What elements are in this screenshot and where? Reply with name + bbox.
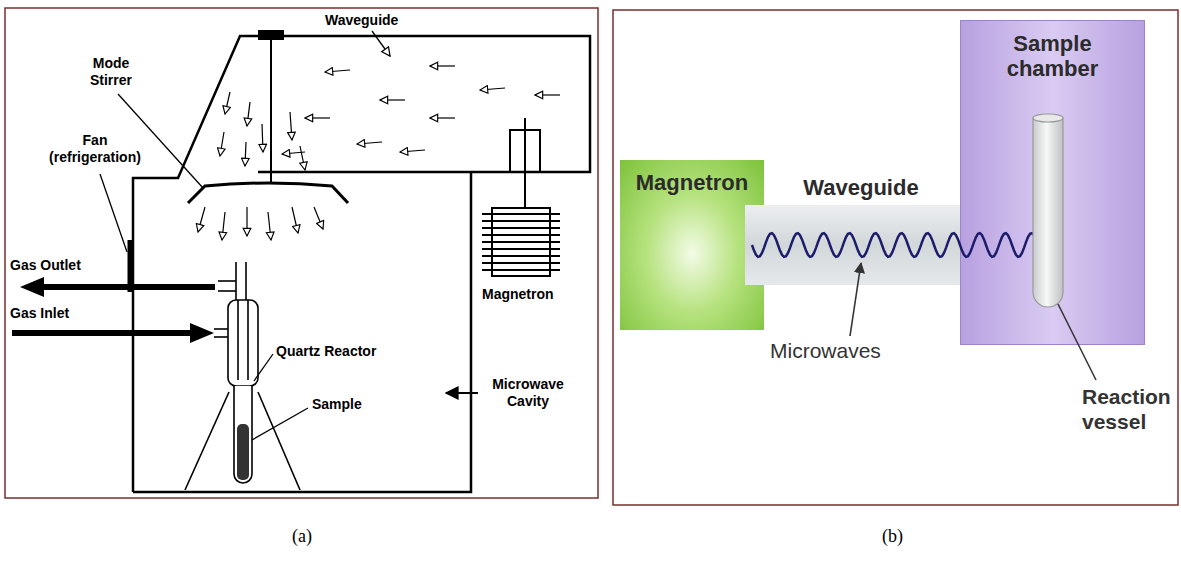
coil-line [482, 248, 560, 250]
coil-line [482, 262, 560, 264]
flow-label: Gas Outlet [10, 257, 81, 274]
leader-line [254, 354, 273, 381]
mode-stirrer [188, 183, 348, 203]
part-label: Mode Stirrer [72, 55, 150, 89]
part-label: Microwave Cavity [482, 376, 574, 410]
antenna [524, 118, 526, 208]
microwave-arrow [314, 207, 323, 229]
inner-tube [238, 300, 248, 380]
microwave-arrow [245, 142, 246, 166]
part-label: Microwaves [770, 338, 881, 363]
vessel-rim [1033, 114, 1063, 122]
leader-arrow [446, 392, 478, 394]
sample-fill [237, 424, 249, 480]
part-label: Quartz Reactor [276, 343, 376, 360]
panel-frame [5, 8, 598, 498]
microwave-arrow [325, 70, 350, 72]
node-title: Magnetron [620, 170, 764, 195]
leader-line [252, 408, 308, 440]
inlet-stub [214, 328, 228, 330]
cavity-walls [133, 36, 590, 492]
leader-lines [100, 31, 478, 440]
part-label: Sample [312, 396, 362, 413]
node-title: Sample chamber [993, 31, 1113, 82]
outlet-stub [218, 280, 236, 282]
microwave-arrow [480, 88, 505, 90]
microwave-arrow [220, 132, 224, 156]
part-label: Magnetron [482, 286, 554, 303]
panel-caption: (b) [882, 526, 903, 548]
waveguide-tube: Waveguide [745, 175, 977, 285]
part-label: Waveguide [325, 12, 398, 29]
quartz-reactor [185, 262, 300, 490]
stirrer-mount [258, 30, 284, 40]
waveguide-body [745, 205, 977, 285]
microwave-arrow [268, 212, 271, 240]
stirrer-shaft [270, 40, 272, 184]
microwave-arrow [247, 102, 250, 126]
microwave-arrow [400, 150, 425, 152]
microwave-arrow [430, 65, 455, 66]
node-title: Waveguide [745, 175, 977, 200]
microwave-arrow [198, 207, 205, 232]
microwave-arrow [430, 117, 455, 118]
leader-line [100, 174, 127, 252]
magnetron-box: Magnetron [620, 160, 764, 330]
leader-line [118, 94, 203, 188]
coil-line [482, 269, 560, 271]
coil-line [482, 255, 560, 257]
gas-inlet-arrow [190, 323, 214, 343]
coil-line [482, 213, 560, 215]
microwave-arrow [262, 124, 263, 152]
flow-label: Gas Inlet [10, 305, 69, 322]
gas-outlet-arrow [40, 284, 215, 290]
waveguide-wall [133, 36, 590, 492]
coil-line [482, 234, 560, 236]
leader-arrow [850, 263, 861, 336]
microwave-arrow [535, 94, 560, 95]
gas-outlet-arrow [20, 277, 44, 297]
microwave-arrow [305, 117, 330, 118]
coil-line [482, 220, 560, 222]
panel-frame [613, 10, 1178, 505]
outlet-stub [218, 290, 236, 292]
coil-line [482, 227, 560, 229]
reactor-body [228, 300, 258, 386]
microwave-arrow [292, 207, 298, 233]
microwave-wave [752, 233, 1048, 257]
coil-lines [482, 214, 560, 270]
microwave-arrow [300, 146, 305, 170]
microwave-arrow [380, 99, 405, 100]
part-label: Reaction vessel [1082, 384, 1176, 434]
magnetron-symbol [482, 118, 560, 276]
part-label: Fan (refrigeration) [38, 132, 152, 166]
microwave-arrow [290, 112, 292, 140]
gas-inlet-arrow [12, 330, 194, 336]
microwave-arrow [357, 142, 382, 144]
coil-line [482, 241, 560, 243]
reactor-stand [258, 392, 300, 490]
leader-line [1058, 304, 1096, 380]
inlet-stub [214, 336, 228, 338]
reaction-vessel [1033, 118, 1063, 307]
panel-caption: (a) [292, 526, 312, 548]
microwave-arrow [225, 92, 230, 114]
microwave-arrow [222, 212, 225, 240]
reactor-neck [236, 262, 246, 300]
microwave-arrow [246, 207, 247, 236]
leader-line [372, 31, 390, 56]
reactor-stand [185, 392, 229, 490]
reactor-tube [234, 386, 252, 483]
microwave-arrows [198, 66, 560, 240]
